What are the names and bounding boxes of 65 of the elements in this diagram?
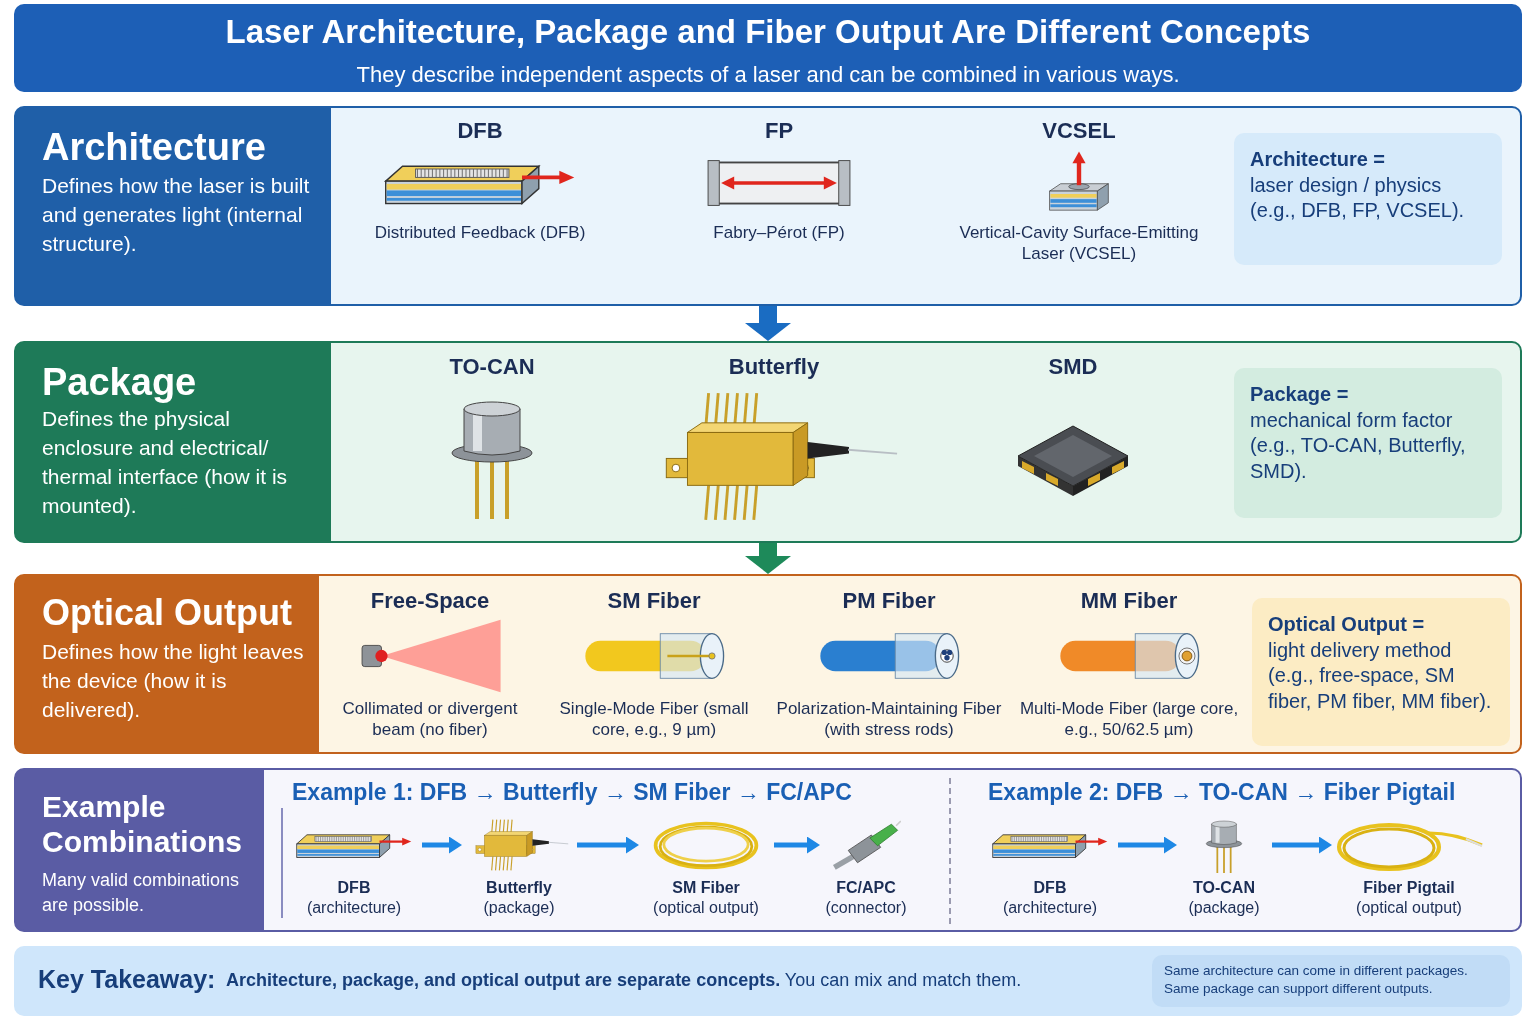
takeaway-heading: Key Takeaway: xyxy=(38,965,216,994)
takeaway-text: Architecture, package, and optical output are separate concepts. You can mix and match them. xyxy=(226,970,1023,991)
example-heading: Example 2: DFB → TO-CAN → Fiber Pigtail xyxy=(988,779,1456,806)
arrow xyxy=(745,543,791,574)
item-heading: SM Fiber xyxy=(607,588,701,614)
arrow xyxy=(774,836,820,854)
item-heading: Fiber Pigtail xyxy=(1363,878,1455,898)
note-text: Same architecture can come in different packages. Same package can support different outputs. xyxy=(1164,962,1469,998)
section-band xyxy=(14,341,1522,543)
item-heading: TO-CAN xyxy=(449,354,535,380)
summary-box xyxy=(1252,598,1510,746)
section-heading: Example Combinations xyxy=(42,790,243,859)
item-heading: DFB xyxy=(1033,878,1067,898)
arrow xyxy=(1118,836,1177,854)
item-heading: Butterfly xyxy=(486,878,552,898)
summary-text: light delivery method (e.g., free-space, SM fiber, PM fiber, MM fiber). xyxy=(1268,637,1493,714)
item-description: Single-Mode Fiber (small core, e.g., 9 µm) xyxy=(558,698,750,741)
item-description: (optical output) xyxy=(1356,898,1462,918)
takeaway-banner xyxy=(14,946,1522,1016)
section-description: Many valid combinations are possible. xyxy=(42,869,241,917)
section-heading: Optical Output xyxy=(42,592,293,634)
section-description: Defines the physical enclosure and electrical/ thermal interface (how it is mounted). xyxy=(42,406,289,519)
arrow xyxy=(577,836,639,854)
item-description: Collimated or divergent beam (no fiber) xyxy=(341,698,519,741)
item-heading: PM Fiber xyxy=(842,588,936,614)
section-heading: Architecture xyxy=(42,126,267,170)
item-description: Vertical-Cavity Surface-Emitting Laser (VCSEL) xyxy=(958,222,1200,265)
summary-heading: Architecture = xyxy=(1250,147,1387,172)
arrow xyxy=(1272,836,1332,854)
arrow xyxy=(422,836,462,854)
item-heading: FP xyxy=(764,118,794,144)
summary-text: laser design / physics (e.g., DFB, FP, VCSEL). xyxy=(1250,172,1466,224)
item-heading: Free-Space xyxy=(370,588,490,614)
item-description: (architecture) xyxy=(1002,898,1098,918)
item-description: Fabry–Pérot (FP) xyxy=(713,222,845,244)
subtitle-text: They describe independent aspects of a laser and can be combined in various ways. xyxy=(355,62,1181,88)
item-heading: FC/APC xyxy=(836,878,896,898)
item-description: (package) xyxy=(483,898,555,918)
item-description: Multi-Mode Fiber (large core, e.g., 50/62.5 µm) xyxy=(1018,698,1240,741)
item-description: (architecture) xyxy=(306,898,402,918)
item-heading: SM Fiber xyxy=(672,878,740,898)
summary-text: mechanical form factor (e.g., TO-CAN, Butterfly, SMD). xyxy=(1250,407,1467,484)
item-description: (package) xyxy=(1188,898,1260,918)
section-description: Defines how the light leaves the device (how it is delivered). xyxy=(42,639,305,723)
item-heading: DFB xyxy=(337,878,371,898)
item-description: Distributed Feedback (DFB) xyxy=(374,222,586,244)
summary-heading: Optical Output = xyxy=(1268,612,1426,637)
item-description: (optical output) xyxy=(653,898,759,918)
section-band xyxy=(14,574,1522,754)
section-band xyxy=(14,768,1522,932)
summary-heading: Package = xyxy=(1250,382,1350,407)
section-band xyxy=(14,106,1522,306)
item-heading: Butterfly xyxy=(728,354,820,380)
section-heading: Package xyxy=(42,361,198,405)
item-heading: VCSEL xyxy=(1042,118,1116,144)
item-description: Polarization-Maintaining Fiber (with stress rods) xyxy=(775,698,1003,741)
example-heading: Example 1: DFB → Butterfly → SM Fiber → FC/APC xyxy=(292,779,852,806)
title-text: Laser Architecture, Package and Fiber Output Are Different Concepts xyxy=(224,13,1312,51)
item-heading: DFB xyxy=(457,118,503,144)
arrow xyxy=(745,306,791,341)
item-heading: MM Fiber xyxy=(1080,588,1178,614)
item-description: (connector) xyxy=(825,898,907,918)
item-heading: SMD xyxy=(1048,354,1098,380)
item-heading: TO-CAN xyxy=(1193,878,1255,898)
section-description: Defines how the laser is built and generates light (internal structure). xyxy=(42,173,311,257)
